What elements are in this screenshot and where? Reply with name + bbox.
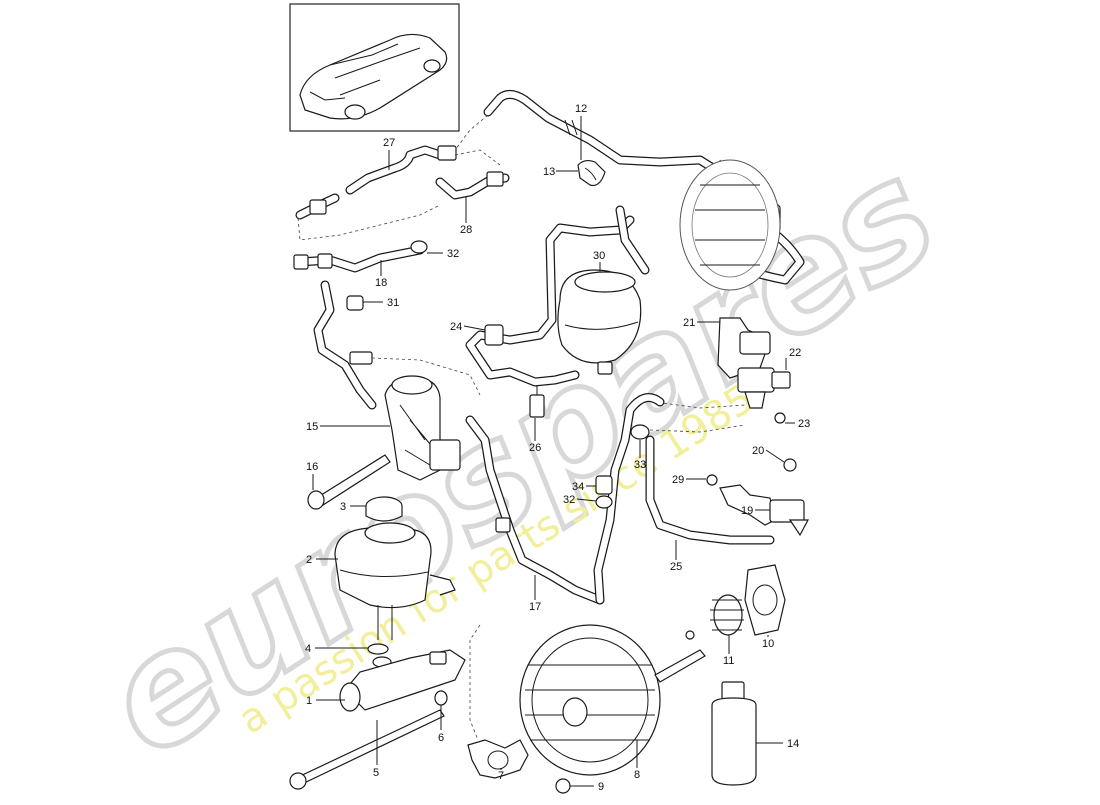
callout-34: 34	[572, 481, 584, 493]
callout-18: 18	[375, 277, 387, 289]
bracket-21	[717, 317, 771, 379]
callout-22: 22	[789, 347, 801, 359]
callout-4: 4	[305, 643, 311, 655]
vacuum-line-12	[483, 90, 805, 285]
fluid-bottle-14	[711, 681, 757, 786]
screw-20	[783, 458, 797, 472]
callout-23: 23	[798, 418, 810, 430]
callout-11: 11	[723, 655, 734, 667]
callout-27: 27	[383, 137, 395, 149]
callout-7: 7	[498, 770, 504, 782]
callout-19: 19	[741, 505, 753, 517]
brake-fluid-reservoir-15	[384, 375, 461, 481]
callout-31: 31	[387, 297, 399, 309]
callout-24: 24	[450, 321, 462, 333]
seal-4	[367, 605, 393, 668]
cap-31	[346, 295, 364, 311]
plug-9	[555, 778, 571, 794]
callout-32-upper: 32	[447, 248, 459, 260]
callout-25: 25	[670, 561, 682, 573]
boot-11	[710, 594, 744, 636]
screw-23	[774, 412, 786, 424]
callout-12: 12	[575, 103, 587, 115]
callout-2: 2	[306, 554, 312, 566]
rod-5	[289, 709, 445, 790]
cap-3	[365, 496, 403, 522]
vacuum-reservoir-30	[557, 269, 642, 375]
bracket-19	[719, 484, 809, 537]
callout-29: 29	[672, 474, 684, 486]
sensor-26	[529, 385, 545, 418]
vacuum-line-18	[293, 193, 441, 273]
vehicle-thumbnail	[289, 3, 460, 132]
callout-17: 17	[529, 601, 541, 613]
callout-32-lower: 32	[563, 494, 575, 506]
callout-15: 15	[306, 421, 318, 433]
brake-booster-8	[519, 624, 706, 776]
callout-1: 1	[306, 695, 312, 707]
clip-32-lower	[595, 495, 613, 509]
callout-8: 8	[634, 769, 640, 781]
clip-33	[630, 424, 650, 440]
nut-6	[434, 690, 448, 706]
callout-20: 20	[752, 445, 764, 457]
callout-14: 14	[787, 738, 799, 750]
callout-3: 3	[340, 501, 346, 513]
vacuum-line-25	[645, 435, 775, 545]
master-cylinder-1	[339, 649, 466, 712]
line-24	[465, 205, 650, 387]
bolt-16	[307, 454, 391, 510]
reservoir-2	[334, 522, 456, 609]
gasket-10	[744, 564, 786, 636]
brake-booster-upper	[679, 159, 781, 291]
clip-13	[577, 159, 606, 187]
callouts: 1 2 3 4 5 6 7 8 9 10 11 12 13	[305, 103, 810, 793]
callout-30: 30	[593, 250, 605, 262]
callout-21: 21	[683, 317, 695, 329]
vacuum-line-17	[465, 393, 665, 605]
callout-10: 10	[762, 638, 774, 650]
cap-34	[595, 475, 613, 495]
callout-28: 28	[460, 224, 472, 236]
hose-28	[435, 171, 510, 200]
clip-32-upper	[410, 240, 428, 254]
callout-33: 33	[634, 459, 646, 471]
screw-29	[706, 474, 718, 486]
vacuum-line-left	[313, 280, 481, 410]
callout-16: 16	[306, 461, 318, 473]
callout-9: 9	[598, 781, 604, 793]
valve-22	[737, 367, 791, 409]
callout-13: 13	[543, 166, 555, 178]
hose-27	[345, 145, 457, 195]
callout-26: 26	[529, 442, 541, 454]
callout-5: 5	[373, 767, 379, 779]
gasket-7	[467, 739, 529, 779]
callout-6: 6	[438, 732, 444, 744]
